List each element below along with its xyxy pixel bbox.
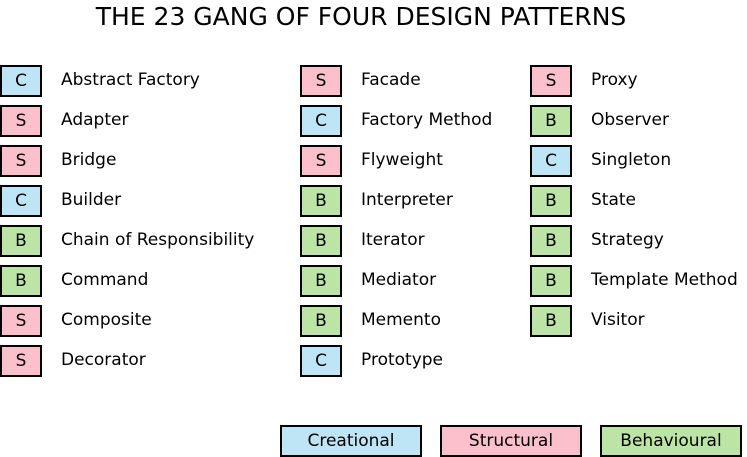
pattern-name: Iterator <box>361 230 425 250</box>
pattern-category-badge: B <box>300 265 342 297</box>
pattern-category-badge: S <box>0 145 42 177</box>
pattern-name: Prototype <box>361 350 444 370</box>
pattern-name: Interpreter <box>361 190 453 210</box>
pattern-category-badge: C <box>530 145 572 177</box>
pattern-name: Mediator <box>361 270 437 290</box>
pattern-name: Observer <box>591 110 669 130</box>
pattern-name: Builder <box>61 190 122 210</box>
pattern-name: Template Method <box>591 270 738 290</box>
pattern-name: Flyweight <box>361 150 443 170</box>
pattern-name: Bridge <box>61 150 117 170</box>
legend-behavioural: Behavioural <box>600 425 742 457</box>
pattern-category-badge: S <box>0 305 42 337</box>
pattern-category-badge: S <box>300 65 342 97</box>
pattern-name: Factory Method <box>361 110 493 130</box>
pattern-category-badge: S <box>0 105 42 137</box>
pattern-category-badge: S <box>0 345 42 377</box>
pattern-category-badge: B <box>530 185 572 217</box>
pattern-category-badge: B <box>530 305 572 337</box>
pattern-category-badge: C <box>0 65 42 97</box>
pattern-category-badge: B <box>530 265 572 297</box>
legend-structural: Structural <box>440 425 582 457</box>
pattern-name: Composite <box>61 310 152 330</box>
pattern-category-badge: C <box>300 105 342 137</box>
pattern-category-badge: B <box>530 225 572 257</box>
pattern-category-badge: S <box>530 65 572 97</box>
pattern-name: Singleton <box>591 150 672 170</box>
pattern-name: Proxy <box>591 70 638 90</box>
pattern-name: Chain of Responsibility <box>61 230 255 250</box>
pattern-category-badge: B <box>300 305 342 337</box>
pattern-name: Command <box>61 270 149 290</box>
pattern-name: State <box>591 190 636 210</box>
pattern-name: Decorator <box>61 350 146 370</box>
pattern-category-badge: C <box>300 345 342 377</box>
pattern-category-badge: B <box>300 225 342 257</box>
pattern-category-badge: B <box>0 225 42 257</box>
pattern-category-badge: B <box>530 105 572 137</box>
pattern-name: Abstract Factory <box>61 70 200 90</box>
pattern-category-badge: C <box>0 185 42 217</box>
legend-creational: Creational <box>280 425 422 457</box>
diagram-title: THE 23 GANG OF FOUR DESIGN PATTERNS <box>95 2 627 31</box>
pattern-name: Memento <box>361 310 441 330</box>
pattern-name: Facade <box>361 70 421 90</box>
pattern-category-badge: S <box>300 145 342 177</box>
pattern-name: Strategy <box>591 230 664 250</box>
pattern-category-badge: B <box>300 185 342 217</box>
pattern-name: Adapter <box>61 110 129 130</box>
pattern-category-badge: B <box>0 265 42 297</box>
pattern-name: Visitor <box>591 310 645 330</box>
